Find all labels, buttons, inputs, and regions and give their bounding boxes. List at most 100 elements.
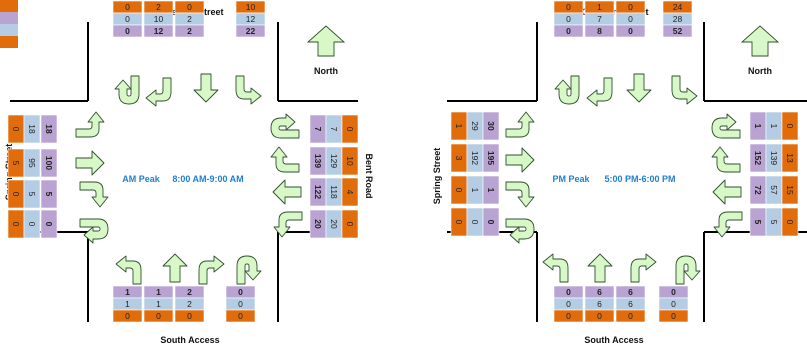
am-east-count-0-2: 0 (341, 114, 359, 144)
am-north-count-0-2-value: 0 (125, 26, 130, 36)
pm-west-count-2-2-bg (482, 175, 500, 205)
am-west-count-2-1-value: 5 (27, 192, 37, 197)
am-south-u-turn-arrow-icon (236, 255, 262, 285)
pm-south-left-arrow-icon (542, 253, 569, 283)
pm-south-through-arrow-icon (587, 253, 613, 283)
pm-east-left-arrow-icon (713, 211, 743, 238)
pm-north-left-arrow-icon (671, 75, 698, 105)
am-south-count-0-0: 1 (112, 285, 143, 299)
pm-north-count-1-2: 8 (584, 24, 615, 38)
am-east-count-0-1: 7 (325, 114, 343, 144)
pm-west-count-3-1: 0 (466, 207, 484, 237)
pm-south-count-2-2: 0 (615, 309, 646, 323)
pm-west-through-arrow-icon (505, 147, 535, 173)
am-east-count-0-1-value: 7 (329, 127, 339, 132)
am-north-count-1-0-value: 2 (156, 2, 161, 12)
pm-north-count-2-1-value: 0 (628, 14, 633, 24)
am-north-count-3-2-value: 22 (246, 26, 256, 36)
pm-north-count-2-0-value: 0 (628, 2, 633, 12)
am-north-count-1-0: 2 (143, 0, 174, 14)
pm-south-count-1-2-value: 0 (597, 311, 602, 321)
am-west-count-2-2-bg (40, 179, 58, 209)
pm-south-count-0-2-bg (553, 309, 584, 323)
am-south-count-3-2-bg (225, 309, 256, 323)
pm-west-count-2-0: 0 (450, 175, 468, 205)
am-south-count-2-2-value: 0 (187, 311, 192, 321)
pm-street-south: South Access (584, 335, 643, 345)
pm-north-u-turn-arrow-icon (554, 75, 580, 105)
am-north-count-2-1: 2 (174, 12, 205, 26)
am-north-count-1-2-value: 12 (154, 26, 164, 36)
am-south-count-2-1-value: 2 (187, 299, 192, 309)
pm-east-right-arrow-icon (711, 146, 741, 173)
pm-south-count-2-1: 6 (615, 297, 646, 311)
pm-east-count-0-1-value: 1 (769, 124, 779, 129)
pm-west-u-turn-arrow-icon (505, 218, 535, 244)
am-west-count-0-1-bg (23, 114, 41, 144)
pm-north-through-arrow-icon (626, 73, 652, 103)
am-west-count-2-2-value: 5 (44, 192, 54, 197)
am-south-count-0-0-value: 1 (125, 287, 130, 297)
am-east-count-2-1: 118 (325, 177, 343, 207)
pm-east-count-3-2-bg (781, 207, 799, 237)
pm-north-count-2-2-bg (615, 24, 646, 38)
pm-east-count-1-0-value: 152 (753, 151, 763, 165)
am-west-count-0-0: 0 (7, 114, 25, 144)
pm-north-count-1-1-value: 7 (597, 14, 602, 24)
pm-west-count-2-0-value: 0 (454, 188, 464, 193)
am-north-count-2-2: 2 (174, 24, 205, 38)
pm-south-count-1-0: 6 (584, 285, 615, 299)
pm-south-count-3-2: 0 (658, 309, 689, 323)
pm-south-count-0-2: 0 (553, 309, 584, 323)
am-west-count-3-2-value: 0 (44, 222, 54, 227)
pm-north-count-1-0-value: 1 (597, 2, 602, 12)
legend-swatch-1 (0, 0, 18, 12)
am-east-count-1-2-value: 10 (345, 156, 355, 166)
am-west-count-3-1: 0 (23, 209, 41, 239)
am-east-count-3-2-value: 0 (345, 222, 355, 227)
pm-north-count-0-2-value: 0 (566, 26, 571, 36)
am-east-count-3-0-value: 20 (313, 219, 323, 229)
am-north-count-2-1-value: 2 (187, 14, 192, 24)
am-west-count-2-2: 5 (40, 179, 58, 209)
legend-swatch-3 (0, 24, 18, 36)
am-east-count-1-0: 139 (309, 146, 327, 176)
am-east-count-3-1-value: 20 (329, 219, 339, 229)
am-north-left-arrow-icon (235, 75, 262, 105)
am-west-count-1-0-value: 5 (11, 161, 21, 166)
am-south-count-2-2: 0 (174, 309, 205, 323)
am-west-count-1-1-value: 95 (27, 158, 37, 168)
am-east-count-1-1: 129 (325, 146, 343, 176)
pm-east-count-3-1: 5 (765, 207, 783, 237)
pm-north-label: North (748, 66, 772, 76)
am-east-left-arrow-icon (273, 211, 303, 238)
pm-east-count-2-0-value: 72 (753, 185, 763, 195)
pm-north-count-3-2-value: 52 (673, 26, 683, 36)
am-west-right-arrow-icon (79, 181, 109, 208)
am-north-label: North (314, 66, 338, 76)
am-north-count-3-0-value: 10 (246, 2, 256, 12)
pm-north-count-3-1-value: 28 (673, 14, 683, 24)
am-south-left-arrow-icon (115, 255, 142, 285)
pm-south-count-0-0: 0 (553, 285, 584, 299)
pm-west-count-0-0: 1 (450, 111, 468, 141)
pm-north-count-3-0: 24 (662, 0, 693, 14)
am-south-count-2-0: 2 (174, 285, 205, 299)
pm-east-count-3-1-value: 5 (769, 220, 779, 225)
pm-south-count-0-1: 0 (553, 297, 584, 311)
am-east-count-0-0: 7 (309, 114, 327, 144)
pm-west-count-0-0-value: 1 (454, 124, 464, 129)
am-west-through-arrow-icon (75, 150, 105, 176)
pm-west-count-3-1-value: 0 (470, 220, 480, 225)
pm-south-count-3-1-value: 0 (671, 299, 676, 309)
pm-east-count-2-1-value: 57 (769, 185, 779, 195)
pm-south-count-3-1: 0 (658, 297, 689, 311)
pm-east-through-arrow-icon (712, 179, 742, 205)
pm-north-count-0-2: 0 (553, 24, 584, 38)
pm-west-count-2-1-value: 1 (470, 188, 480, 193)
am-north-right-arrow-icon (145, 77, 172, 107)
pm-west-left-arrow-icon (505, 111, 535, 138)
pm-east-count-0-2: 0 (781, 111, 799, 141)
pm-south-right-arrow-icon (630, 253, 657, 283)
